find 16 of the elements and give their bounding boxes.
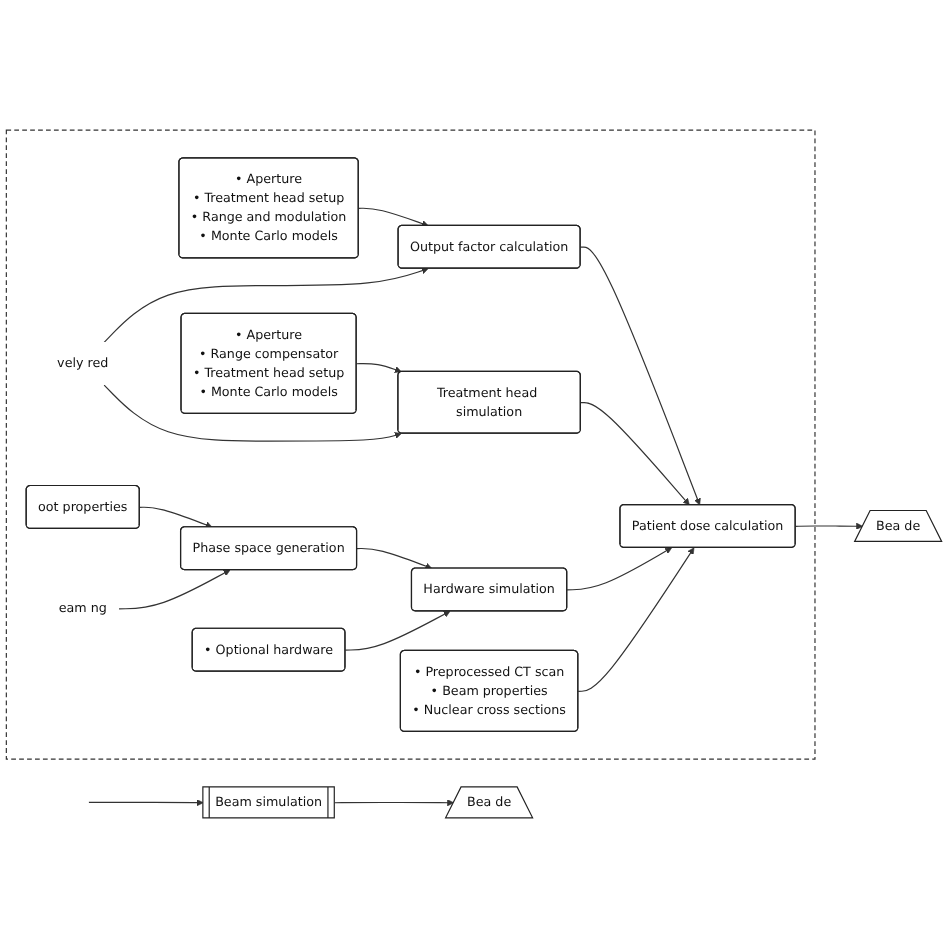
arrow xyxy=(566,547,672,591)
arrow xyxy=(88,799,204,807)
arrow xyxy=(358,207,429,227)
arrow xyxy=(580,401,690,506)
arrow xyxy=(356,547,433,570)
arrow xyxy=(103,267,429,343)
arrow xyxy=(355,363,402,373)
arrow xyxy=(118,569,231,610)
arrow xyxy=(344,610,451,651)
cluster xyxy=(5,129,816,760)
arrow xyxy=(579,246,701,506)
arrow xyxy=(103,384,402,442)
arrow xyxy=(139,506,213,529)
arrow xyxy=(334,799,455,807)
arrow xyxy=(794,522,864,530)
arrow xyxy=(577,547,695,692)
